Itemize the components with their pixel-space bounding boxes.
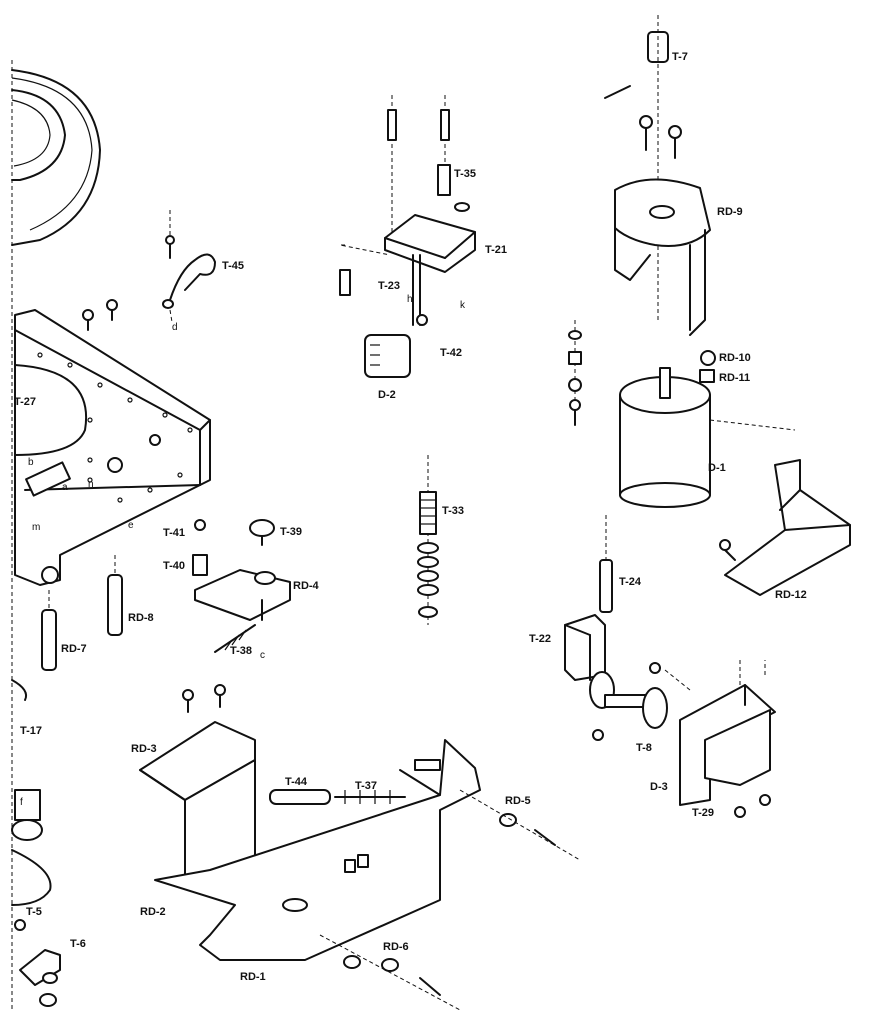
alignment-letters: d a n e m c b k h f [20, 294, 466, 808]
label-t42: T-42 [440, 347, 462, 359]
pulley-assembly-part [564, 515, 691, 741]
label-rd9: RD-9 [717, 206, 743, 218]
motor-d1-part [568, 320, 796, 508]
label-t5: T-5 [26, 906, 42, 918]
label-rd10: RD-10 [719, 352, 751, 364]
label-t22: T-22 [529, 633, 551, 645]
label-rd2: RD-2 [140, 906, 166, 918]
letter-f: f [20, 797, 23, 808]
label-rd3: RD-3 [131, 743, 157, 755]
plate-rd1-part [154, 739, 581, 1011]
label-d3: D-3 [650, 781, 668, 793]
label-d1: D-1 [708, 462, 726, 474]
label-t21: T-21 [485, 244, 507, 256]
label-t44: T-44 [285, 776, 308, 788]
letter-a: a [62, 482, 68, 493]
bracket-rd12-part [719, 459, 851, 596]
label-d2: D-2 [378, 389, 396, 401]
label-rd1: RD-1 [240, 971, 266, 983]
label-t17: T-17 [20, 725, 42, 737]
label-rd6: RD-6 [383, 941, 409, 953]
label-t8: T-8 [636, 742, 652, 754]
letter-e: e [128, 520, 134, 531]
letter-b: b [28, 457, 34, 468]
label-t41: T-41 [163, 527, 185, 539]
motor-bracket-rd9-part [604, 15, 711, 336]
part-labels: T-7 RD-9 T-35 T-21 T-23 T-42 D-2 T-45 RD… [14, 51, 807, 983]
label-t29: T-29 [692, 807, 714, 819]
label-rd4: RD-4 [293, 580, 320, 592]
label-t7: T-7 [672, 51, 688, 63]
spring-clip-part [162, 210, 216, 323]
label-t35: T-35 [454, 168, 476, 180]
label-rd11: RD-11 [719, 372, 750, 384]
letter-m: m [32, 522, 40, 533]
bracket-rd4-part [192, 519, 291, 653]
chassis-screw [82, 299, 118, 331]
bracket-rd3-part [139, 684, 256, 881]
label-t24: T-24 [619, 576, 642, 588]
spring-stack-t33-part [417, 455, 439, 625]
label-t37: T-37 [355, 780, 377, 792]
platter-part [11, 69, 101, 246]
chassis-plate-part [14, 309, 211, 586]
label-t39: T-39 [280, 526, 302, 538]
post-rd7-part [41, 590, 57, 671]
label-t27: T-27 [14, 396, 36, 408]
label-t33: T-33 [442, 505, 464, 517]
bracket-d2-part [339, 95, 476, 378]
bracket-d3-part [679, 660, 776, 818]
post-rd8-part [107, 555, 123, 636]
label-t6: T-6 [70, 938, 86, 950]
label-rd5: RD-5 [505, 795, 531, 807]
label-t38: T-38 [230, 645, 252, 657]
label-rd12: RD-12 [775, 589, 807, 601]
letter-k: k [460, 300, 466, 311]
label-t23: T-23 [378, 280, 400, 292]
letter-d: d [172, 322, 178, 333]
label-t45: T-45 [222, 260, 244, 272]
lower-left-parts [11, 679, 61, 1007]
letter-h: h [407, 294, 413, 305]
letter-c: c [260, 650, 265, 661]
label-rd7: RD-7 [61, 643, 87, 655]
label-t40: T-40 [163, 560, 185, 572]
letter-n: n [88, 479, 94, 490]
label-rd8: RD-8 [128, 612, 154, 624]
